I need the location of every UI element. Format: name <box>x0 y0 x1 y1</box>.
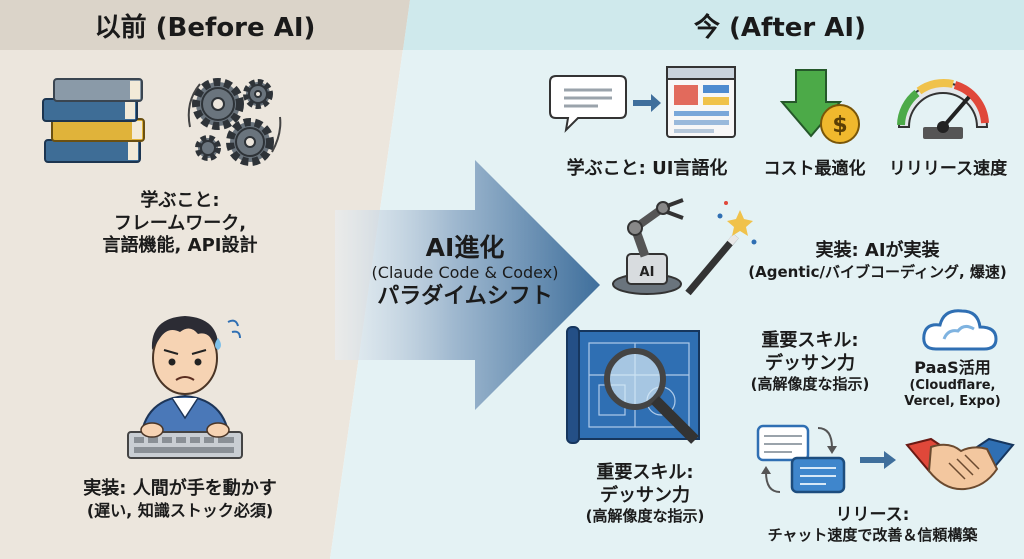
svg-text:$: $ <box>832 113 847 138</box>
magic-wand-icon <box>685 201 757 296</box>
blueprint-magnifier-icon <box>566 326 700 444</box>
after-skill: 重要スキル: デッサン力 (高解像度な指示) <box>730 330 890 394</box>
after-header: 今 (After AI) <box>694 12 866 43</box>
after-release-line: チャット速度で改善＆信頼構築 <box>767 526 978 545</box>
paradigm-arrow-icon <box>335 160 600 410</box>
after-skill2-line: デッサン力 <box>600 484 690 506</box>
before-impl: 実装: 人間が手を動かす (遅い, 知識ストック必須) <box>40 478 320 521</box>
center-paradigm: パラダイムシフト <box>377 284 553 310</box>
gears-icon <box>187 78 282 166</box>
after-impl-line: 実装: AIが実装 <box>815 240 940 261</box>
worried-developer-icon <box>127 316 243 459</box>
before-impl-line: (遅い, 知識ストック必須) <box>86 500 274 520</box>
after-impl-line: (Agentic/バイブコーディング, 爆速) <box>748 262 1007 281</box>
after-impl: 実装: AIが実装 (Agentic/バイブコーディング, 爆速) <box>735 240 1020 281</box>
books-icon <box>42 78 145 163</box>
arrow-right-icon <box>860 451 896 469</box>
before-header: 以前 (Before AI) <box>94 12 316 43</box>
after-release-line: リリース: <box>835 505 910 525</box>
after-cost: コスト最適化 <box>763 159 866 179</box>
before-learn-line: 言語機能, API設計 <box>102 235 258 256</box>
arrow-right-icon <box>633 94 661 112</box>
after-release-speed: リリリース速度 <box>888 159 1008 179</box>
before-learn: 学ぶこと: フレームワーク, 言語機能, API設計 <box>60 190 300 258</box>
chat-bubble-icon <box>549 75 627 133</box>
before-impl-line: 実装: 人間が手を動かす <box>83 478 277 499</box>
chat-exchange-icon <box>756 424 846 494</box>
robot-label: AI <box>640 265 655 280</box>
after-learn: 学ぶこと: UI言語化 <box>566 158 728 179</box>
after-skill2-line: 重要スキル: <box>596 462 694 483</box>
ui-window-icon <box>666 66 736 138</box>
cost-down-icon: $ <box>779 69 860 144</box>
cloud-icon <box>922 309 998 351</box>
speedometer-icon <box>897 78 989 139</box>
before-learn-line: 学ぶこと: <box>140 190 220 211</box>
after-skill-line: (高解像度な指示) <box>750 375 870 393</box>
after-release: リリース: チャット速度で改善＆信頼構築 <box>725 505 1020 545</box>
after-skill2: 重要スキル: デッサン力 (高解像度な指示) <box>565 462 725 526</box>
robot-arm-icon: AI <box>612 198 684 295</box>
after-skill-line: 重要スキル: <box>761 330 859 351</box>
handshake-icon <box>905 437 1015 491</box>
after-paas-line: PaaS活用 <box>914 358 991 377</box>
center-text: AI進化 (Claude Code & Codex) パラダイムシフト <box>335 232 595 311</box>
after-paas-line: Vercel, Expo) <box>904 394 1001 410</box>
center-subtitle: (Claude Code & Codex) <box>371 263 559 283</box>
after-skill-line: デッサン力 <box>765 352 855 374</box>
after-paas-line: (Cloudflare, <box>909 378 996 393</box>
before-learn-line: フレームワーク, <box>113 212 247 234</box>
center-title: AI進化 <box>425 233 505 262</box>
after-paas: PaaS活用 (Cloudflare, Vercel, Expo) <box>885 358 1020 411</box>
after-skill2-line: (高解像度な指示) <box>585 507 705 525</box>
